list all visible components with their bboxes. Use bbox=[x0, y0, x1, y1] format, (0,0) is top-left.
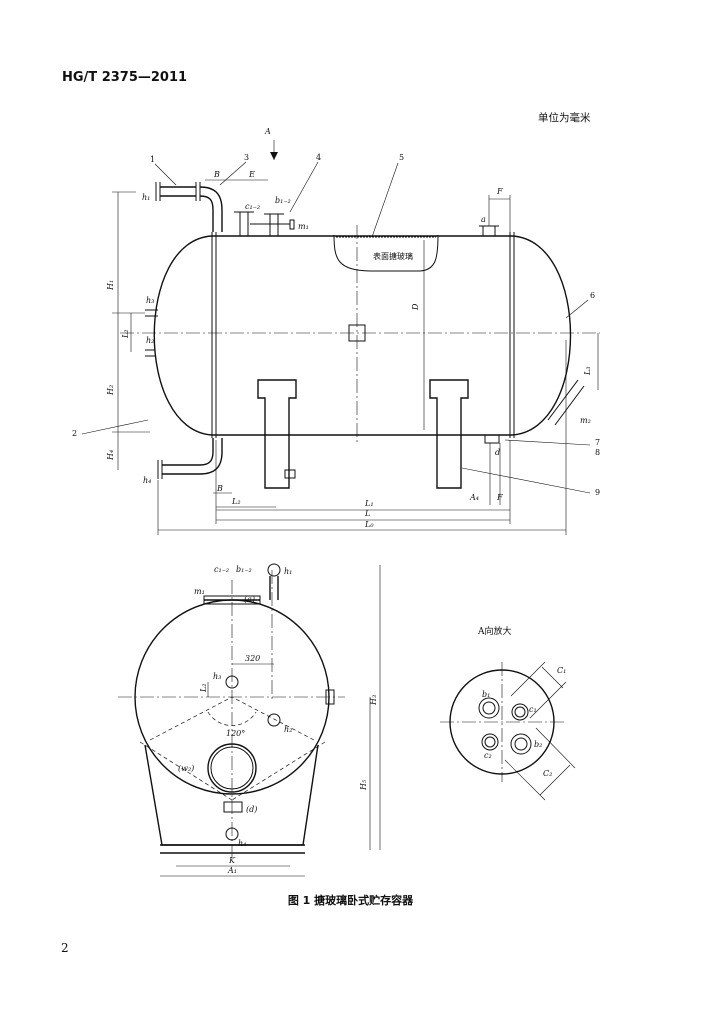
dim-B-top: B bbox=[213, 170, 220, 179]
nozzle-c-label: c₁₋₂ bbox=[245, 202, 260, 211]
nozzle-b-label: b₁₋₂ bbox=[275, 196, 291, 205]
dim-320: 320 bbox=[245, 654, 260, 663]
dim-L0: L₀ bbox=[364, 520, 374, 529]
dim-H2: H₂ bbox=[106, 385, 115, 396]
callout-2: 1 bbox=[150, 155, 155, 164]
dim-L1: L₁ bbox=[364, 499, 374, 508]
dim-A1: A₁ bbox=[227, 866, 237, 875]
end-c-label: c₁₋₂ bbox=[214, 565, 229, 574]
nozzle-h2-label: h₂ bbox=[146, 336, 154, 345]
nozzle-m2-label: m₂ bbox=[580, 416, 591, 425]
end-h2-label: h₂ bbox=[284, 725, 292, 734]
callout-7: 7 bbox=[595, 438, 600, 447]
units-note: 单位为毫米 bbox=[538, 112, 591, 124]
callout-4: 4 bbox=[316, 153, 321, 162]
document-code: HG/T 2375—2011 bbox=[62, 70, 188, 85]
end-dim-L2: L₂ bbox=[199, 683, 208, 693]
nozzle-h1-label: h₁ bbox=[142, 193, 150, 202]
page-number: 2 bbox=[61, 941, 69, 955]
detail-b2: b₂ bbox=[534, 740, 542, 749]
nozzle-a-label: a bbox=[481, 215, 486, 224]
end-h3-label: h₃ bbox=[213, 672, 221, 681]
dim-D: D bbox=[411, 303, 420, 311]
callout-8: 8 bbox=[595, 448, 600, 457]
detail-b1: b₁ bbox=[482, 690, 490, 699]
dim-L2-left: L₂ bbox=[121, 329, 130, 339]
manhole-w2-label: (w₂) bbox=[178, 764, 194, 773]
dim-H4: H₄ bbox=[106, 450, 115, 461]
end-view: 120° (w₂) h₃ h₂ 320 L₂ c₁₋₂ b₁₋₂ m₁ (a) … bbox=[118, 563, 381, 877]
nozzle-h4-label: h₄ bbox=[143, 476, 151, 485]
dim-L3: L₃ bbox=[583, 366, 592, 376]
nozzle-h3-label: h₃ bbox=[146, 296, 154, 305]
dim-L: L bbox=[364, 509, 370, 518]
dim-H5: H₅ bbox=[359, 779, 368, 791]
end-b-label: b₁₋₂ bbox=[236, 565, 252, 574]
detail-C1: C₁ bbox=[557, 666, 566, 675]
detail-c2: c₂ bbox=[484, 751, 492, 760]
vessel-shell bbox=[153, 235, 572, 436]
dim-B-bottom: B bbox=[216, 484, 223, 493]
end-a-label: (a) bbox=[244, 595, 255, 604]
detail-view-A: A向放大 b₁ c₁ c₂ b₂ C₁ C₂ bbox=[440, 625, 576, 801]
angle-120: 120° bbox=[226, 729, 245, 738]
end-h4-label: h₄ bbox=[238, 839, 246, 848]
dim-E: E bbox=[248, 170, 255, 179]
dim-d: d bbox=[495, 448, 500, 457]
view-arrow-A: A bbox=[264, 127, 271, 136]
callout-9: 9 bbox=[595, 488, 600, 497]
callout-1: 2 bbox=[72, 429, 77, 438]
dim-A4: A₄ bbox=[469, 493, 479, 502]
detail-C2: C₂ bbox=[543, 769, 552, 778]
figure-caption: 图 1 搪玻璃卧式贮存容器 bbox=[287, 894, 414, 907]
dim-H1: H₁ bbox=[106, 280, 115, 291]
dim-F-bottom: F bbox=[496, 493, 503, 502]
end-d-label: (d) bbox=[246, 805, 257, 814]
dim-F-top: F bbox=[496, 187, 503, 196]
callout-5: 5 bbox=[399, 153, 404, 162]
elevation-view: 表面搪玻璃 D a F c₁₋₂ b₁₋₂ m₁ h₁ bbox=[72, 127, 600, 535]
nozzle-m1-label: m₁ bbox=[298, 222, 309, 231]
callout-6: 6 bbox=[590, 291, 595, 300]
dim-L2-bottom: L₂ bbox=[231, 497, 241, 506]
detail-c1: c₁ bbox=[529, 705, 537, 714]
dim-H3: H₃ bbox=[369, 695, 378, 706]
end-h1-label: h₁ bbox=[284, 567, 292, 576]
dim-K: K bbox=[228, 856, 236, 865]
end-m1-label: m₁ bbox=[194, 587, 205, 596]
glass-lined-label: 表面搪玻璃 bbox=[373, 251, 413, 261]
detail-title: A向放大 bbox=[477, 625, 512, 637]
callout-3: 3 bbox=[244, 153, 249, 162]
